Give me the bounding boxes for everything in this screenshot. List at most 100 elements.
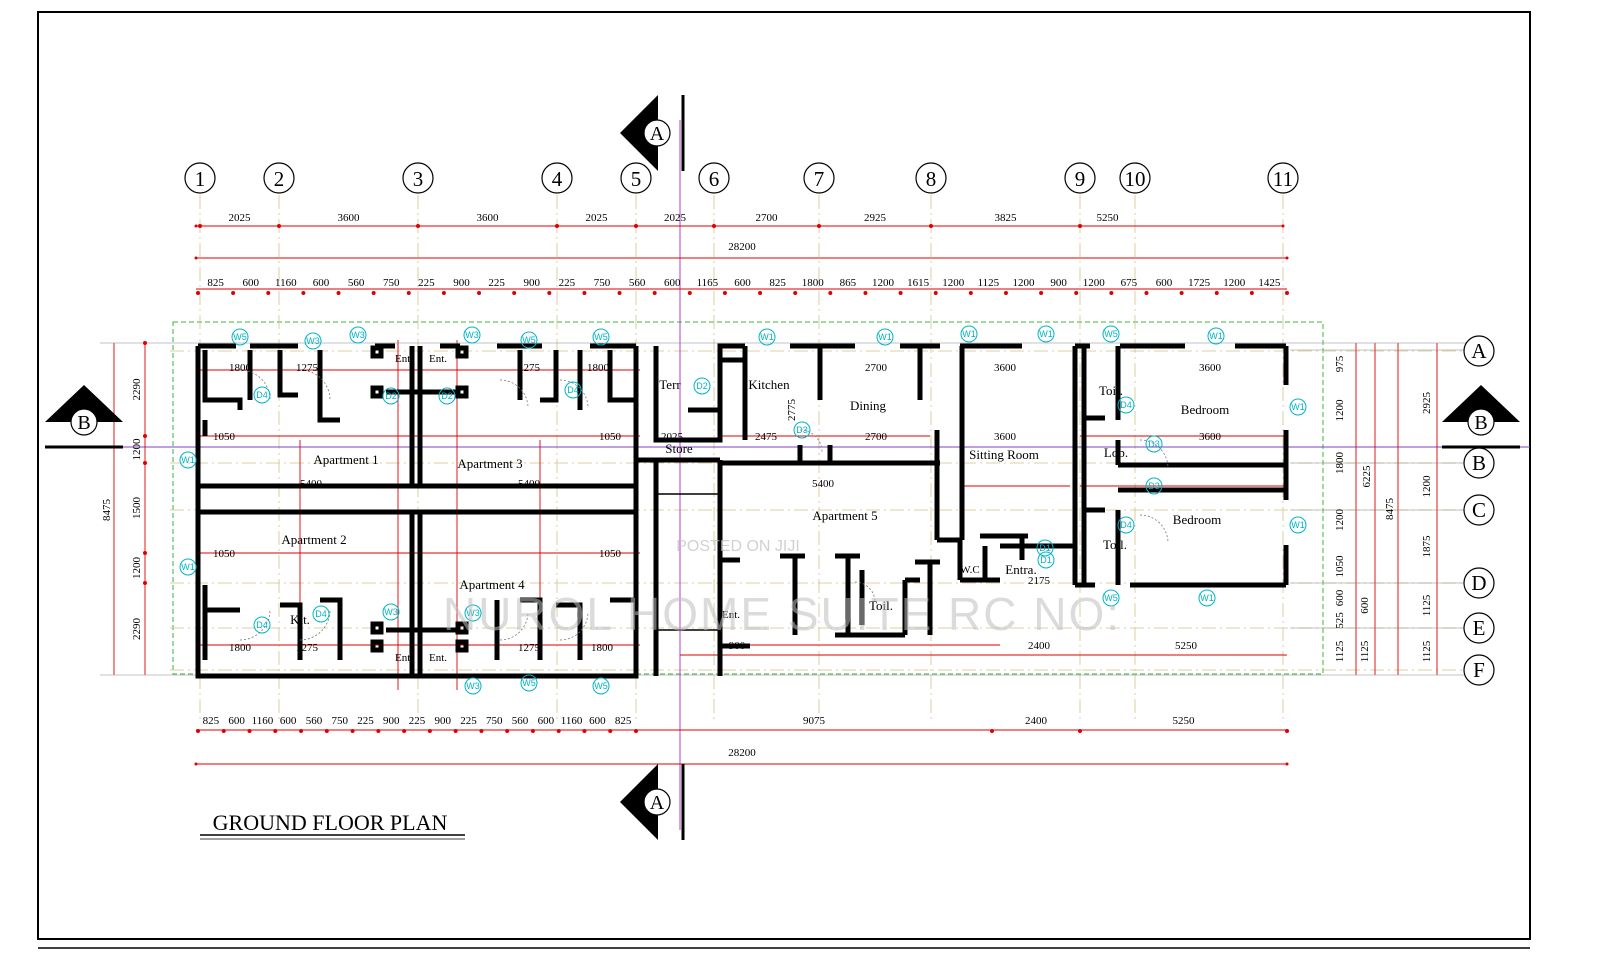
dim-5400-c: 5400 <box>812 478 835 490</box>
opening-tag-w5: W5 <box>592 677 610 695</box>
section-marker-a-top[interactable]: A <box>620 95 685 171</box>
opening-tag-w1: W1 <box>1037 325 1055 343</box>
grid-column-label: 10 <box>1125 167 1146 191</box>
bottom-detail-dim-14: 1160 <box>561 715 583 727</box>
opening-tag-label: D3 <box>796 425 808 435</box>
grid-column-bubble-10: 10 <box>1119 162 1151 194</box>
bottom-detail-dim-3: 600 <box>280 715 297 727</box>
right-dimensions: 9751200180012001050600525112562258475292… <box>1334 355 1433 662</box>
dim-1800-c: 1800 <box>229 642 252 654</box>
bottom-wide-dim-2: 5250 <box>1173 715 1196 727</box>
dim-900: 900 <box>729 640 746 652</box>
opening-tag-d3: D3 <box>1145 435 1163 453</box>
dim-1800-b: 1800 <box>587 362 610 374</box>
dim-3600-c: 3600 <box>1199 362 1222 374</box>
opening-tag-d4: D4 <box>1117 516 1135 534</box>
opening-tag-label: D4 <box>1120 400 1132 410</box>
watermark: NUROL HOME SUITE RC NO: <box>443 588 1121 640</box>
left-dim-3: 1200 <box>131 557 143 580</box>
bottom-detail-dim-11: 750 <box>486 715 503 727</box>
room-lobby: Lob. <box>1104 445 1128 460</box>
opening-tag-label: W1 <box>1039 329 1053 339</box>
opening-tag-label: W5 <box>233 332 247 342</box>
room-apartment-1: Apartment 1 <box>313 452 378 467</box>
dimension-lines <box>113 224 1438 766</box>
opening-tag-d3: D3 <box>1145 477 1163 495</box>
grid-column-label: 1 <box>195 167 206 191</box>
walls <box>195 343 1289 679</box>
top-detail-dim-20: 1615 <box>907 277 930 289</box>
dim-2400: 2400 <box>1028 640 1051 652</box>
opening-tag-w3: W3 <box>464 604 482 622</box>
right-dim-d-3: 1125 <box>1421 594 1433 616</box>
grid-column-bubble-9: 9 <box>1064 162 1096 194</box>
opening-tag-label: W3 <box>465 330 479 340</box>
grid-row-bubble-B: B <box>1463 447 1495 479</box>
bottom-detail-dim-16: 825 <box>615 715 632 727</box>
section-marker-a-bottom[interactable]: A <box>620 764 685 840</box>
bottom-detail-dim-7: 900 <box>383 715 400 727</box>
room-toilet-3: Toil. <box>869 598 893 613</box>
opening-tag-label: D2 <box>696 381 708 391</box>
opening-tag-d1: D1 <box>1036 539 1054 557</box>
dim-1800-a: 1800 <box>229 362 252 374</box>
opening-tag-label: W1 <box>962 329 976 339</box>
left-overall-dim: 8475 <box>101 499 113 522</box>
opening-tag-d2: D2 <box>438 387 456 405</box>
section-marker-b-right[interactable]: B <box>1442 385 1520 449</box>
top-detail-dim-6: 225 <box>418 277 435 289</box>
room-labels: Apartment 1 Apartment 2 Apartment 3 Apar… <box>281 353 1229 664</box>
bottom-detail-dim-2: 1160 <box>252 715 274 727</box>
room-kitchenette: Kit. <box>290 612 310 627</box>
opening-tag-label: W1 <box>181 455 195 465</box>
door-swings <box>239 369 1169 641</box>
opening-tag-w1: W1 <box>1289 398 1307 416</box>
top-detail-dim-10: 225 <box>559 277 576 289</box>
right-dim-a-0: 975 <box>1334 355 1346 372</box>
opening-tag-label: W3 <box>466 681 480 691</box>
top-detail-dim-7: 900 <box>453 277 470 289</box>
grid-row-label: E <box>1473 616 1486 640</box>
room-ent-1: Ent. <box>395 353 413 365</box>
grid-row-bubble-E: E <box>1463 612 1495 644</box>
room-toilet-1: Toil. <box>1099 383 1123 398</box>
top-detail-dim-23: 1200 <box>1013 277 1036 289</box>
grid-column-label: 8 <box>926 167 937 191</box>
dim-1050-a: 1050 <box>213 431 236 443</box>
grid-row-bubble-A: A <box>1463 335 1495 367</box>
top-detail-dim-14: 1165 <box>697 277 719 289</box>
room-terrace: Terr <box>659 377 681 392</box>
top-detail-dim-29: 1200 <box>1223 277 1246 289</box>
top-detail-dim-19: 1200 <box>872 277 895 289</box>
opening-tag-label: D2 <box>441 391 453 401</box>
opening-tag-label: D4 <box>1120 520 1132 530</box>
grid-column-bubble-4: 4 <box>541 162 573 194</box>
top-detail-dim-1: 600 <box>242 277 259 289</box>
top-detail-dim-17: 1800 <box>802 277 825 289</box>
room-apartment-2: Apartment 2 <box>281 532 346 547</box>
axis-dim-2: 3600 <box>477 212 500 224</box>
grid-column-bubble-3: 3 <box>402 162 434 194</box>
right-dim-a-4: 1050 <box>1334 555 1346 578</box>
room-entrance: Entra. <box>1005 562 1036 577</box>
axis-dim-1: 3600 <box>338 212 361 224</box>
opening-tag-d2: D2 <box>382 387 400 405</box>
bottom-detail-dim-6: 225 <box>357 715 374 727</box>
opening-tag-w5: W5 <box>1102 589 1120 607</box>
top-detail-dim-8: 225 <box>488 277 505 289</box>
grid-column-bubble-2: 2 <box>263 162 295 194</box>
room-store: Store <box>665 441 693 456</box>
opening-tag-label: W3 <box>384 607 398 617</box>
top-detail-dim-22: 1125 <box>978 277 1000 289</box>
axis-dim-5: 2700 <box>756 212 779 224</box>
room-bedroom-2: Bedroom <box>1173 512 1221 527</box>
axis-dim-0: 2025 <box>229 212 252 224</box>
grid-row-label: A <box>1471 339 1487 363</box>
opening-tag-w3: W3 <box>304 332 322 350</box>
grid-column-label: 4 <box>552 167 563 191</box>
opening-tag-label: D4 <box>567 385 579 395</box>
dim-5250: 5250 <box>1175 640 1198 652</box>
section-marker-b-left[interactable]: B <box>45 385 123 449</box>
opening-tag-w3: W3 <box>382 603 400 621</box>
